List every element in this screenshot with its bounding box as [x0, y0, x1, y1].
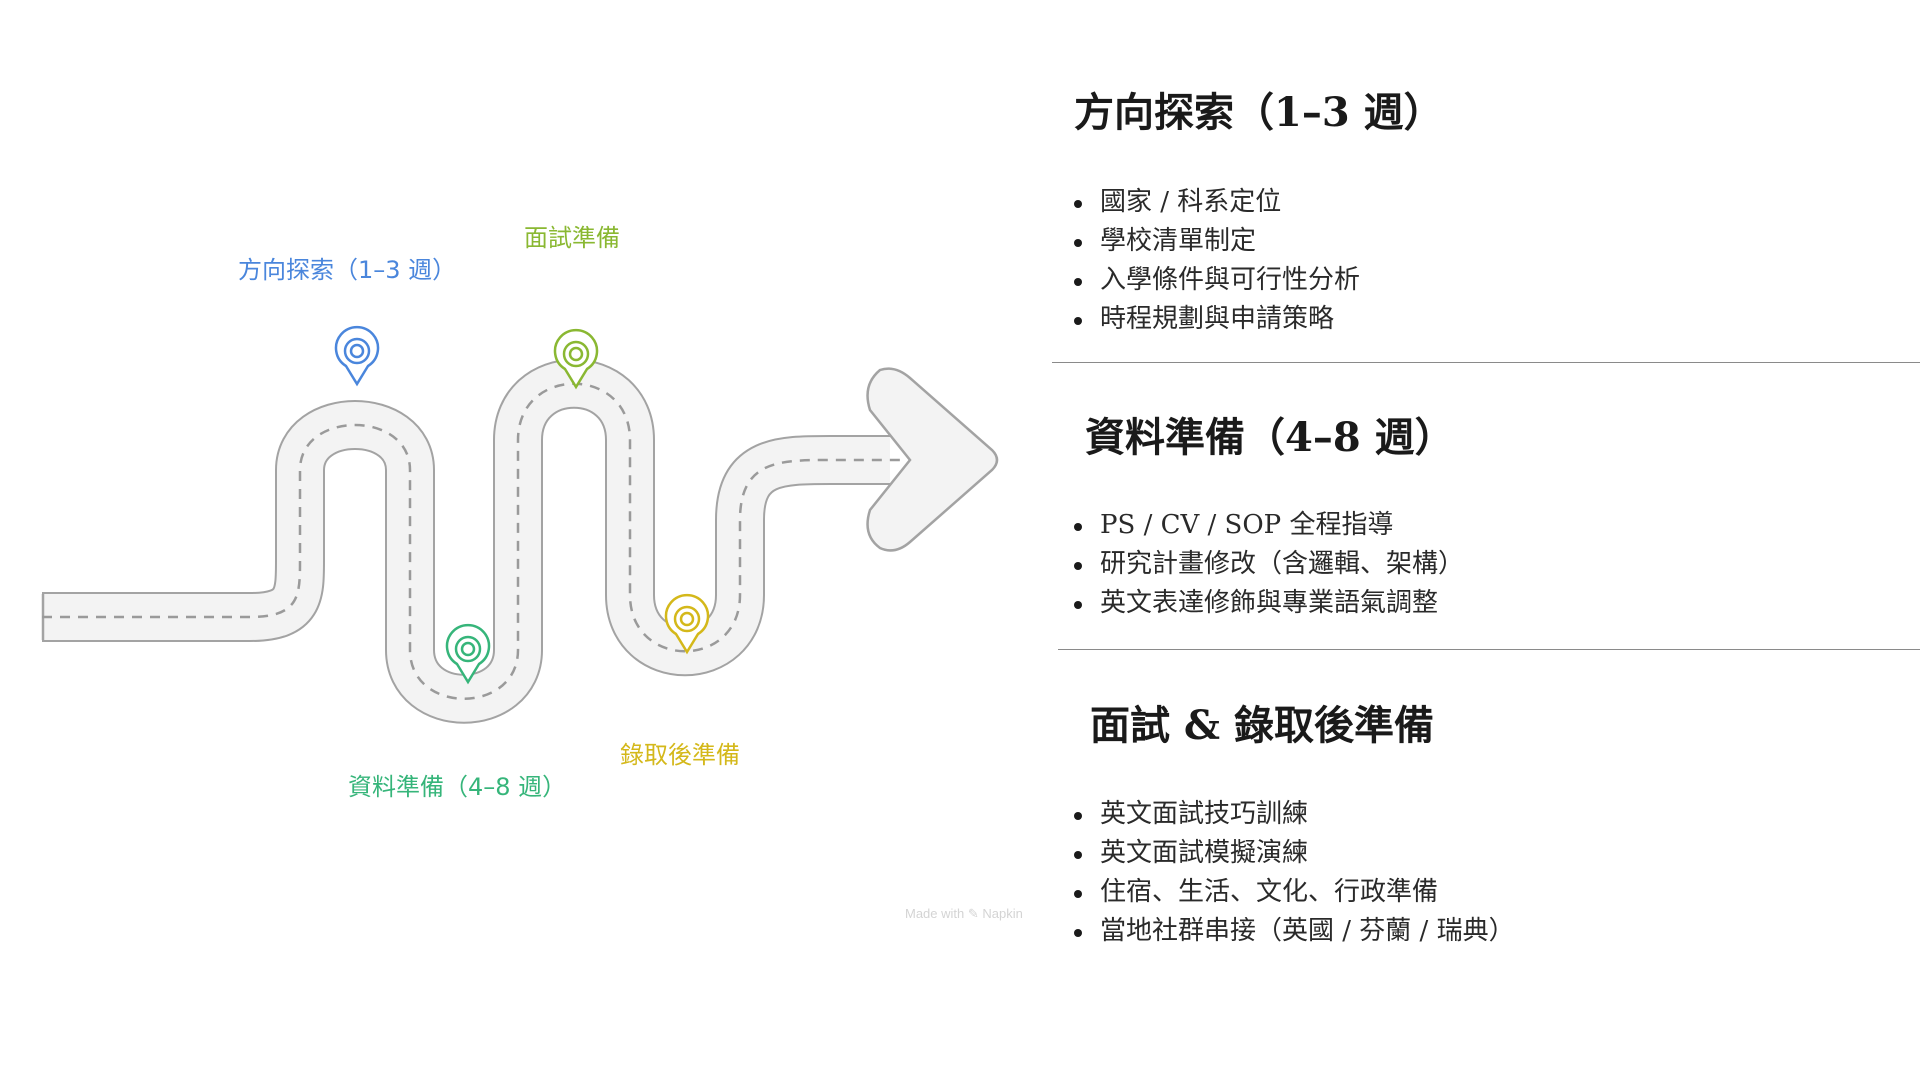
section-divider — [1052, 362, 1920, 363]
pin-label-post-admission: 錄取後準備 — [620, 741, 740, 769]
list-item: 時程規劃與申請策略 — [1060, 300, 1920, 339]
winding-road-arrow — [41, 325, 999, 724]
arrow-head-icon — [866, 367, 999, 552]
watermark: Made with ✎ Napkin — [905, 906, 1023, 921]
pin-label-interview: 面試準備 — [524, 224, 620, 252]
section-title: 方向探索（1–3 週） — [1074, 89, 1444, 136]
section-list: PS / CV / SOP 全程指導 研究計畫修改（含邏輯、架構） 英文表達修飾… — [1060, 506, 1920, 623]
list-item: 學校清單制定 — [1060, 222, 1920, 261]
section-list: 英文面試技巧訓練 英文面試模擬演練 住宿、生活、文化、行政準備 當地社群串接（英… — [1060, 795, 1920, 951]
section-title: 資料準備（4–8 週） — [1085, 414, 1455, 461]
section-preparation: 資料準備（4–8 週） PS / CV / SOP 全程指導 研究計畫修改（含邏… — [1060, 405, 1920, 623]
list-item: 住宿、生活、文化、行政準備 — [1060, 873, 1920, 912]
list-item: PS / CV / SOP 全程指導 — [1060, 506, 1920, 545]
pin-marker-icon — [664, 593, 710, 655]
pin-marker-icon — [445, 623, 491, 685]
section-exploration: 方向探索（1–3 週） 國家 / 科系定位 學校清單制定 入學條件與可行性分析 … — [1060, 80, 1920, 339]
pin-label-preparation: 資料準備（4–8 週） — [348, 773, 567, 801]
section-title: 面試 & 錄取後準備 — [1090, 702, 1434, 749]
pin-marker-icon — [553, 328, 599, 390]
list-item: 英文面試技巧訓練 — [1060, 795, 1920, 834]
list-item: 國家 / 科系定位 — [1060, 183, 1920, 222]
section-interview: 面試 & 錄取後準備 英文面試技巧訓練 英文面試模擬演練 住宿、生活、文化、行政… — [1060, 693, 1920, 951]
list-item: 入學條件與可行性分析 — [1060, 261, 1920, 300]
section-list: 國家 / 科系定位 學校清單制定 入學條件與可行性分析 時程規劃與申請策略 — [1060, 183, 1920, 339]
list-item: 當地社群串接（英國 / 芬蘭 / 瑞典） — [1060, 912, 1920, 951]
section-divider — [1058, 649, 1920, 650]
list-item: 英文表達修飾與專業語氣調整 — [1060, 584, 1920, 623]
road-centerline — [42, 382, 905, 700]
pin-label-exploration: 方向探索（1–3 週） — [238, 256, 457, 284]
pin-marker-icon — [334, 325, 380, 387]
list-item: 研究計畫修改（含邏輯、架構） — [1060, 545, 1920, 584]
list-item: 英文面試模擬演練 — [1060, 834, 1920, 873]
